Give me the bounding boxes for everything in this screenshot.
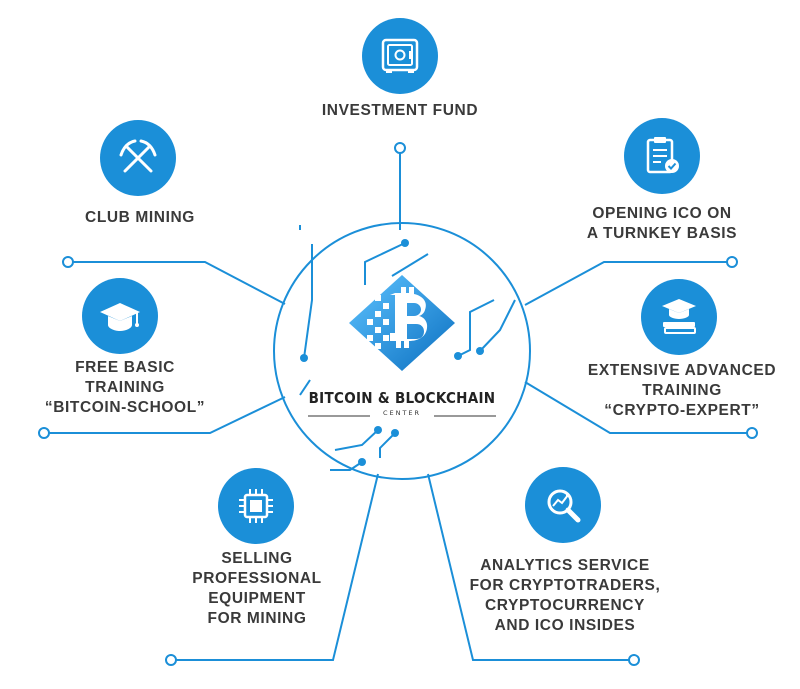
- connector-advanced-training: [524, 381, 752, 434]
- analytics-icon-circle: [525, 467, 601, 543]
- connector-selling-equipment: [171, 473, 379, 661]
- advanced-training-icon-circle: [641, 279, 717, 355]
- brand-title: BITCOIN & BLOCKCHAIN: [308, 389, 496, 407]
- magnifier-chart-icon: [547, 489, 581, 523]
- pickaxes-icon: [119, 139, 157, 173]
- opening-ico-icon-circle: [624, 118, 700, 194]
- circuit-trace: [334, 429, 379, 451]
- analytics-label: ANALYTICS SERVICE FOR CRYPTOTRADERS, CRY…: [469, 557, 661, 634]
- circuit-trace: [379, 432, 396, 458]
- connector-opening-ico: [524, 261, 732, 306]
- selling-equipment-icon-circle: [218, 468, 294, 544]
- cap-on-books-icon: [662, 299, 696, 334]
- bitcoin-logo: [349, 275, 455, 371]
- circuit-trace: [330, 461, 363, 471]
- clipboard-check-icon: [646, 137, 679, 174]
- safe-icon: [381, 38, 419, 73]
- circuit-trace: [299, 379, 311, 396]
- opening-ico-label: OPENING ICO ON A TURNKEY BASIS: [586, 205, 738, 242]
- circuit-trace: [457, 299, 495, 357]
- circuit-trace: [303, 244, 313, 359]
- free-training-icon-circle: [82, 278, 158, 354]
- circuit-trace: [479, 299, 516, 352]
- club-mining-label: CLUB MINING: [85, 209, 195, 226]
- graduation-cap-icon: [100, 303, 140, 331]
- circuit-trace: [364, 242, 406, 285]
- chip-icon: [239, 489, 273, 523]
- advanced-training-label: EXTENSIVE ADVANCED TRAINING “CRYPTO-EXPE…: [587, 362, 777, 419]
- circuit-trace: [391, 253, 429, 277]
- brand-subtitle: CENTER: [370, 409, 434, 417]
- investment-fund-label: INVESTMENT FUND: [321, 102, 479, 119]
- connector-club-mining: [68, 261, 286, 305]
- connector-analytics: [427, 473, 634, 661]
- club-mining-icon-circle: [100, 120, 176, 196]
- connector-free-training: [44, 396, 286, 434]
- selling-equipment-label: SELLING PROFESSIONAL EQUIPMENT FOR MININ…: [192, 550, 322, 627]
- center-circle: [273, 222, 531, 480]
- free-training-label: FREE BASIC TRAINING “BITCOIN-SCHOOL”: [44, 359, 206, 416]
- investment-fund-icon-circle: [362, 18, 438, 94]
